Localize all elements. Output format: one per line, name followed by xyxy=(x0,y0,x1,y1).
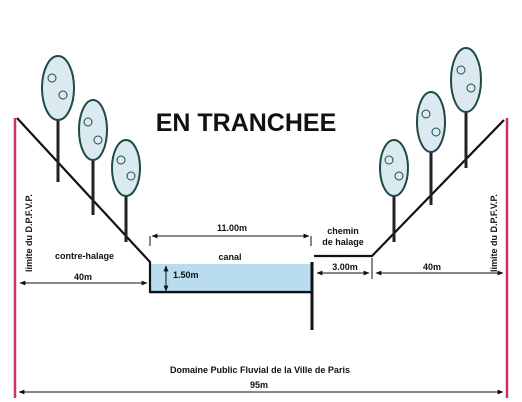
total-dimension: 95m xyxy=(250,380,268,390)
depth-dimension: 1.50m xyxy=(173,270,199,280)
left-limit-label: limite du D.P.F.V.P. xyxy=(24,194,34,272)
domaine-label: Domaine Public Fluvial de la Ville de Pa… xyxy=(170,365,350,375)
dimension-lines xyxy=(18,233,504,395)
tree-icon xyxy=(41,55,75,182)
tree-icon xyxy=(416,91,446,205)
canal-water xyxy=(150,264,311,294)
tree-icon xyxy=(111,139,141,242)
towpath-dimension: 3.00m xyxy=(332,262,358,272)
left-bank-slope xyxy=(16,117,312,294)
diagram-title: EN TRANCHEE xyxy=(156,109,337,137)
right-bank-dimension: 40m xyxy=(423,262,441,272)
chemin-label-line2: de halage xyxy=(322,237,364,247)
chemin-label-line1: chemin xyxy=(327,226,359,236)
right-limit-label: limite du D.P.F.V.P. xyxy=(489,194,499,272)
canal-width-dimension: 11.00m xyxy=(217,223,247,233)
tree-icon xyxy=(450,47,482,168)
canal-label: canal xyxy=(218,252,241,262)
right-bank-slope xyxy=(314,119,505,258)
tree-icon xyxy=(379,139,409,242)
contre-halage-label: contre-halage xyxy=(55,251,114,261)
left-bank-dimension: 40m xyxy=(74,272,92,282)
tree-icon xyxy=(78,99,108,215)
ground-profile xyxy=(16,117,505,330)
